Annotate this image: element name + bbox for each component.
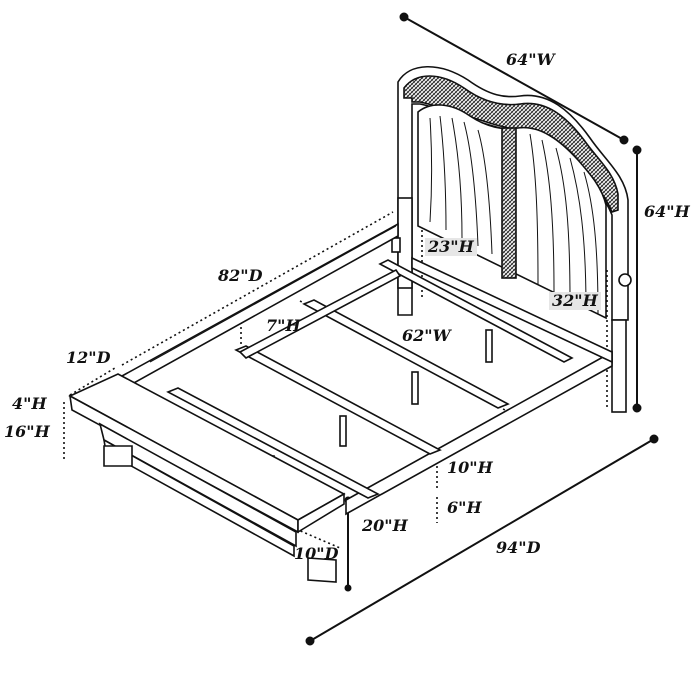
slat — [302, 299, 510, 409]
footboard-depth-label: 12"D — [66, 348, 111, 367]
width-label: 64"W — [506, 50, 555, 69]
slat-clearance-label: 7"H — [266, 316, 301, 335]
dimension-end-dot — [305, 636, 315, 646]
support-leg — [339, 415, 347, 447]
width-dimension-line — [403, 16, 625, 141]
dimension-end-dot — [649, 434, 659, 444]
footboard-right-foot — [307, 557, 337, 583]
rail-height-label: 10"H — [447, 458, 493, 477]
headboard — [391, 65, 632, 413]
right-side-rail — [345, 350, 613, 516]
slat — [378, 259, 574, 363]
footboard-molding — [98, 422, 297, 548]
headboard-center-column — [501, 127, 517, 279]
slat — [234, 345, 442, 455]
footboard — [68, 373, 346, 583]
foot-height-label: 20"H — [362, 516, 408, 535]
slats — [166, 259, 574, 499]
headboard-right-post — [611, 319, 627, 413]
panel-height-label: 23"H — [425, 238, 477, 256]
footboard-left-foot — [103, 445, 133, 467]
footboard-cap-side — [297, 492, 345, 534]
footboard-cap-height-label: 4"H — [12, 394, 47, 413]
head-crossbar — [411, 256, 613, 364]
foot-depth-label: 10"D — [294, 544, 339, 563]
center-support-rail — [238, 268, 402, 359]
slat — [166, 387, 380, 499]
footboard-height-label: 16"H — [4, 422, 50, 441]
dimension-end-dot — [344, 584, 352, 592]
headboard-switch — [391, 237, 401, 253]
bed-depth-label: 82"D — [218, 266, 263, 285]
overall-depth-dimension-line — [309, 438, 655, 642]
inner-width-label: 62"W — [402, 326, 451, 345]
height-label: 64"H — [644, 202, 690, 221]
dimension-end-dot — [632, 403, 642, 413]
bed-depth-dimension-line — [121, 211, 394, 366]
support-leg — [485, 329, 493, 363]
post-height-label: 32"H — [549, 292, 601, 310]
overall-depth-label: 94"D — [496, 538, 541, 557]
headboard-knob — [618, 273, 632, 287]
support-leg — [411, 371, 419, 405]
footboard-depth-dimension-line — [69, 367, 116, 396]
dimension-end-dot — [399, 12, 409, 22]
side-rails — [120, 222, 613, 516]
dimension-end-dot — [619, 135, 629, 145]
dimension-end-dot — [632, 145, 642, 155]
ground-clearance-label: 6"H — [447, 498, 482, 517]
